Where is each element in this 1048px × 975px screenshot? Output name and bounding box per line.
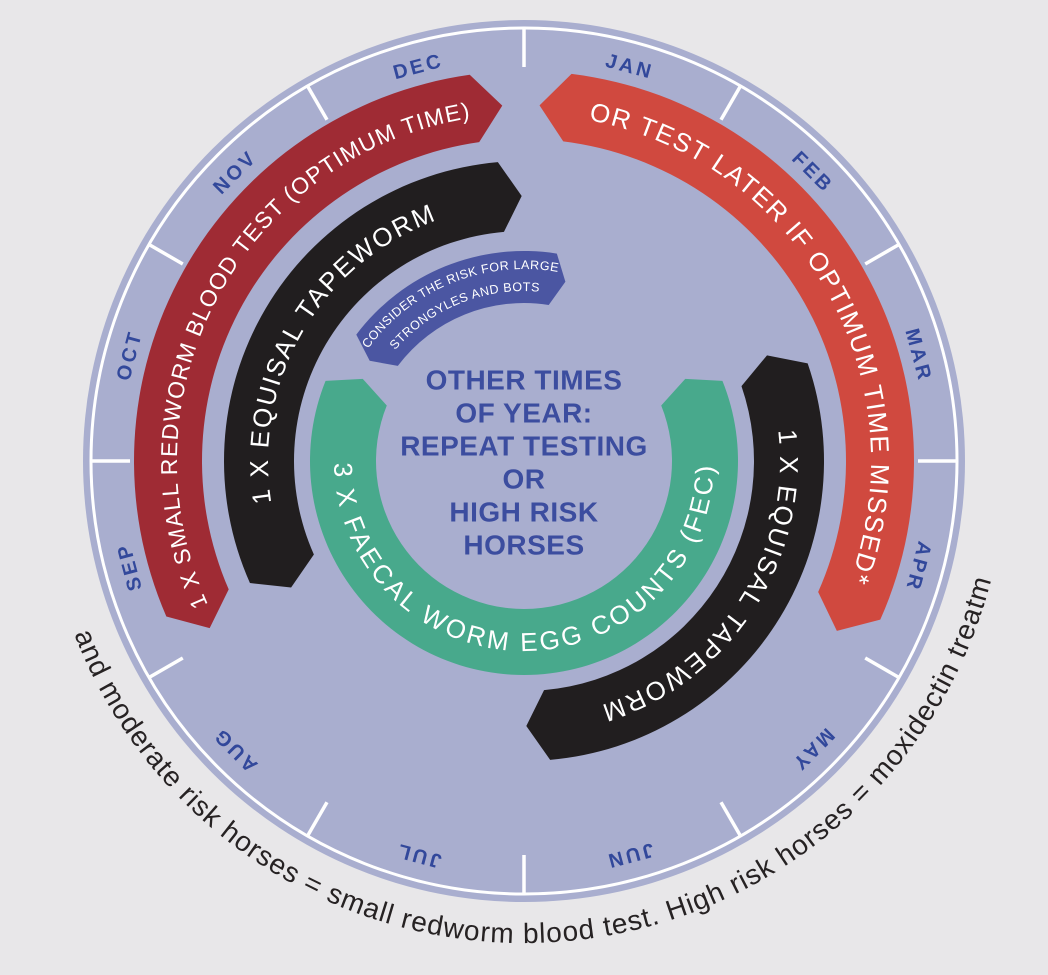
arc-small-redworm-blood-test <box>134 74 503 629</box>
arc-faecal-worm-egg-counts <box>310 378 738 675</box>
month-tick <box>719 85 743 121</box>
month-tick <box>305 85 329 121</box>
arc-strongyles-and-bots <box>356 251 566 366</box>
calendar-disc <box>83 20 965 902</box>
month-tick <box>148 242 184 266</box>
month-tick <box>864 656 900 680</box>
month-tick <box>864 242 900 266</box>
arc-equisal-tapeworm-autumn <box>224 162 522 588</box>
month-tick <box>148 656 184 680</box>
month-tick <box>719 801 743 837</box>
arc-test-later-if-missed <box>539 73 914 631</box>
month-tick <box>305 801 329 837</box>
arc-equisal-tapeworm-spring <box>526 355 825 760</box>
